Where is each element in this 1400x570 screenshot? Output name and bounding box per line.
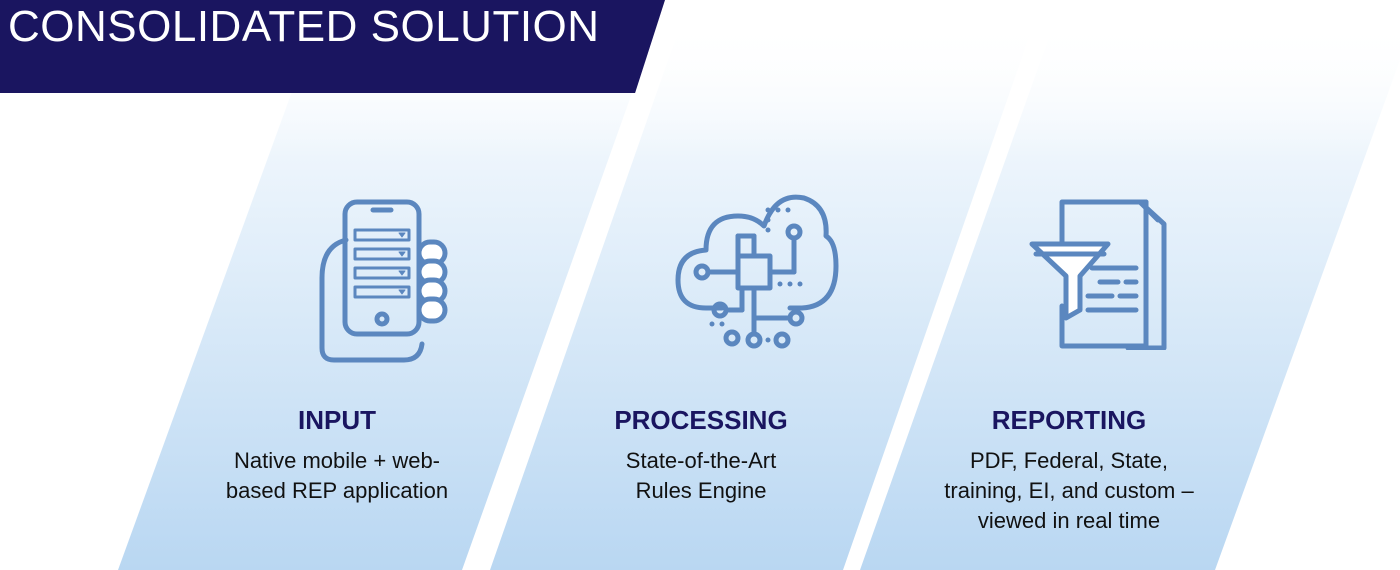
input-heading: INPUT — [298, 405, 376, 435]
reporting-description-line-1: PDF, Federal, State, — [969, 448, 1169, 473]
funnel-document-icon — [1028, 198, 1190, 350]
input-description-line-2: based REP application — [225, 478, 449, 503]
reporting-heading: REPORTING — [991, 405, 1147, 435]
input-description-line-1: Native mobile + web- — [233, 448, 441, 473]
panel-input — [118, 20, 658, 570]
reporting-description-line-2: training, EI, and custom – — [944, 478, 1194, 503]
processing-description-line-1: State-of-the-Art — [625, 448, 777, 473]
cloud-circuit-icon — [672, 188, 840, 356]
page-title: CONSOLIDATED SOLUTION — [8, 2, 600, 51]
reporting-description-line-3: viewed in real time — [977, 508, 1161, 533]
processing-description-line-2: Rules Engine — [635, 478, 767, 503]
smartphone-hand-icon — [318, 198, 452, 364]
processing-heading: PROCESSING — [614, 405, 788, 435]
title-banner: CONSOLIDATED SOLUTION — [0, 0, 665, 93]
panel-processing — [490, 20, 1035, 570]
